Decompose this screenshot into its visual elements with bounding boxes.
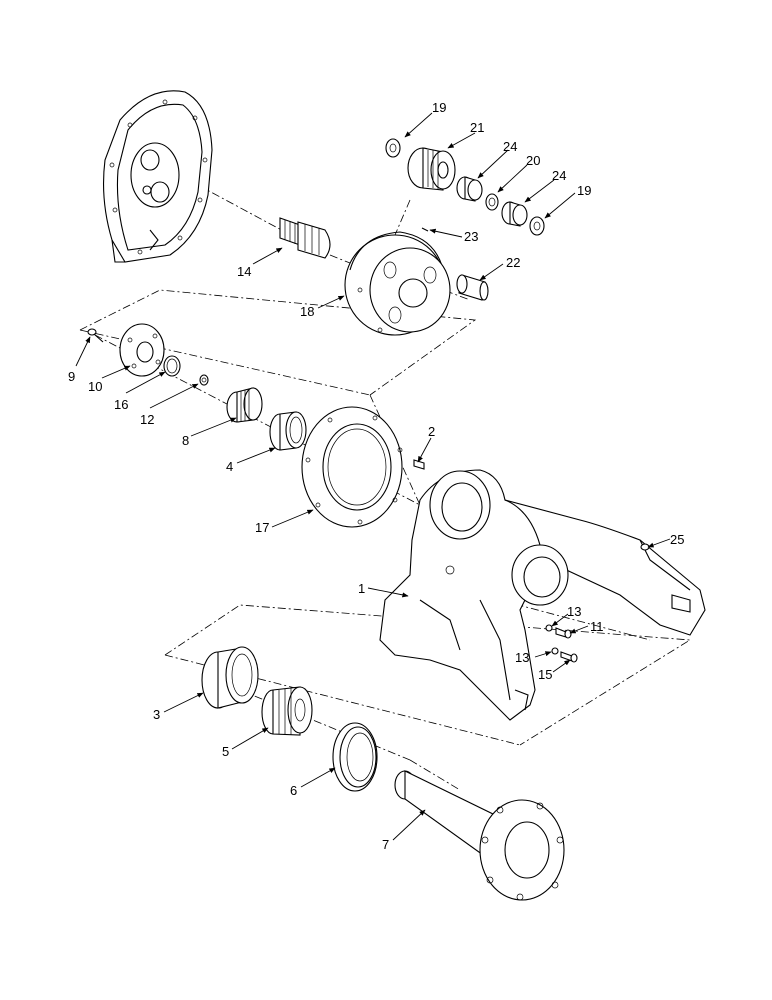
callout-labels: 19 21 24 20 24 19 23 22 14 18 9 10 16 12… [68,100,684,852]
callout-11: 11 [590,619,604,634]
part-13-washer-lower [551,647,559,655]
part-15-bolt [560,651,578,663]
part-9-bolt [87,328,104,343]
part-19-washer-lower [529,216,545,236]
callout-21: 21 [470,120,484,135]
callout-19-lower: 19 [577,183,591,198]
part-2-dowel [413,459,425,470]
part-24-needle-bearing-right [501,201,528,227]
part-3-bearing-cup [201,646,259,709]
part-housing-cover [102,90,213,263]
callout-24-right: 24 [552,168,566,183]
callout-24-left: 24 [503,139,517,154]
callout-16: 16 [114,397,128,412]
callout-14: 14 [237,264,251,279]
callout-6: 6 [290,783,297,798]
part-21-bearing [407,147,456,191]
callout-17: 17 [255,520,269,535]
callout-15: 15 [538,667,552,682]
part-6-seal [332,722,378,792]
callout-13-lower: 13 [515,650,529,665]
callout-8: 8 [182,433,189,448]
callout-12: 12 [140,412,154,427]
part-17-ring-gear [301,406,403,528]
callout-10: 10 [88,379,102,394]
part-25-plug [640,543,650,551]
part-19-washer-upper [385,138,401,158]
callout-23: 23 [464,229,478,244]
callout-18: 18 [300,304,314,319]
part-11-bolt [555,627,572,639]
callout-1: 1 [358,581,365,596]
callout-4: 4 [226,459,233,474]
callout-19-upper: 19 [432,100,446,115]
part-16-snap-ring [163,355,181,377]
callout-9: 9 [68,369,75,384]
callout-7: 7 [382,837,389,852]
part-13-washer-upper [545,624,553,632]
callout-22: 22 [506,255,520,270]
callout-leaders [75,112,671,841]
part-7-axle-shaft [394,770,565,901]
part-8-bearing-cone [226,387,263,423]
part-4-bearing-cup [269,411,307,451]
callout-25: 25 [670,532,684,547]
callout-20: 20 [526,153,540,168]
part-10-retainer-plate [119,323,165,377]
callout-2: 2 [428,424,435,439]
callout-3: 3 [153,707,160,722]
part-12-washer [199,374,209,386]
part-14-pinion-shaft [279,217,331,259]
callout-13-upper: 13 [567,604,581,619]
part-23-roll-pin [421,227,429,232]
part-22-planet-pin [456,274,489,301]
callout-5: 5 [222,744,229,759]
part-5-bearing-cone [261,686,313,736]
part-20-spacer [485,193,499,211]
part-24-needle-bearing-left [456,176,483,202]
part-18-planet-carrier [344,231,451,336]
part-1-axle-housing [379,469,706,721]
